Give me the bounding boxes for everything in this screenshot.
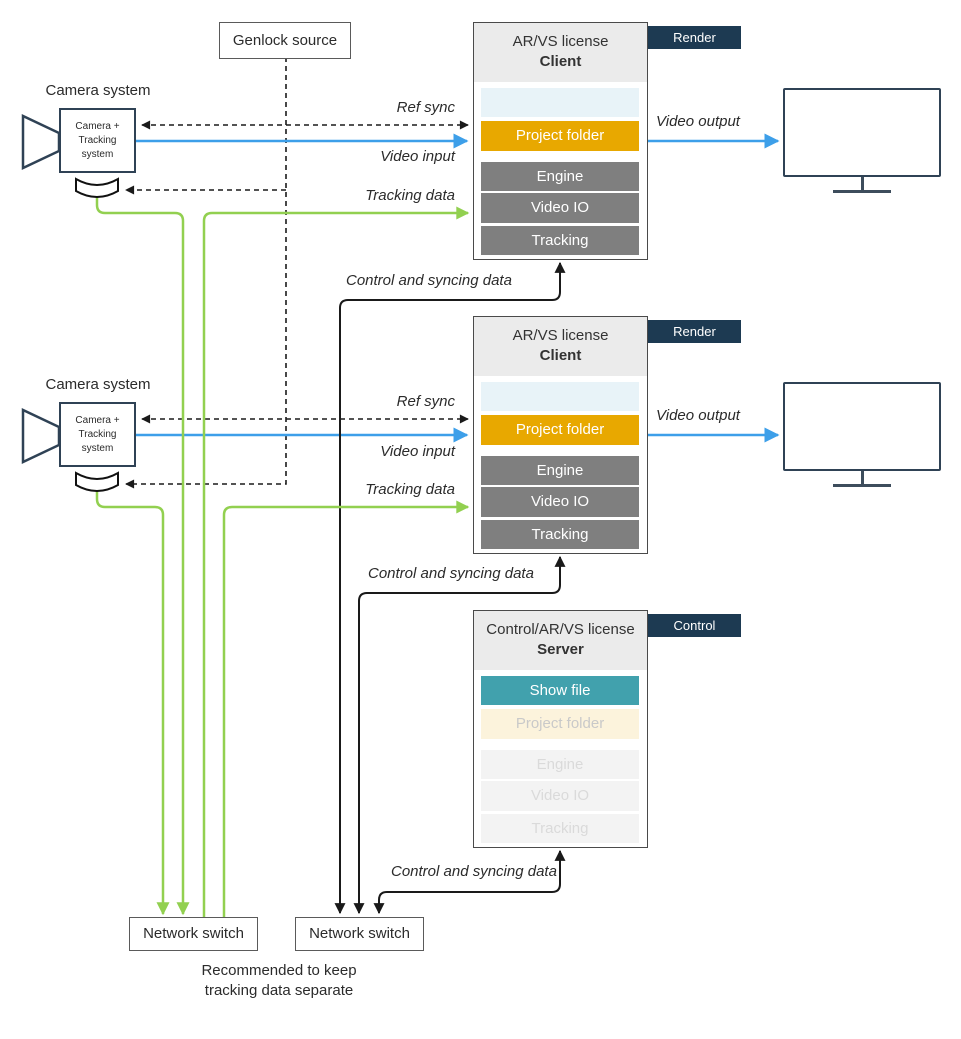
role-label: Client xyxy=(539,53,582,70)
control-syncing-label-1: Control and syncing data xyxy=(346,272,512,289)
render-tag-2: Render xyxy=(648,320,741,343)
camera-body-line: Tracking xyxy=(78,428,117,440)
render-tag-1: Render xyxy=(648,26,741,49)
camera-body-2: Camera + Tracking system xyxy=(59,402,136,467)
ref-sync-label-1: Ref sync xyxy=(396,99,455,116)
client2-row-engine: Engine xyxy=(481,456,639,485)
network-switch-control: Network switch xyxy=(295,917,424,951)
tracking-data-label-2: Tracking data xyxy=(365,481,455,498)
client-header: AR/VS license Client xyxy=(474,23,647,82)
server-row-engine: Engine xyxy=(481,750,639,779)
camera-lens-icon xyxy=(21,114,61,170)
tracking-switch-to-client1-line xyxy=(202,206,470,917)
camera-body-line: Camera + xyxy=(75,120,120,132)
tracking-sensor-icon xyxy=(75,471,119,492)
server-box: Control/AR/VS license Server Show file P… xyxy=(473,610,648,848)
server-row-tracking: Tracking xyxy=(481,814,639,843)
server-row-project-folder: Project folder xyxy=(481,709,639,739)
tracking-data-label-1: Tracking data xyxy=(365,187,455,204)
video-output-label-1: Video output xyxy=(656,113,740,130)
monitor-2 xyxy=(783,382,941,471)
tracking-cam1-to-switch-line xyxy=(95,194,190,916)
ref-sync-label-2: Ref sync xyxy=(396,393,455,410)
tracking-note-line2: tracking data separate xyxy=(204,982,354,999)
monitor-stand xyxy=(861,471,864,486)
control-tag: Control xyxy=(648,614,741,637)
control-sync-arrow-client2 xyxy=(353,555,566,915)
monitor-base xyxy=(833,484,891,487)
tracking-sensor-icon xyxy=(75,177,119,198)
monitor-base xyxy=(833,190,891,193)
license-label: AR/VS license xyxy=(512,327,609,344)
client2-row-tracking: Tracking xyxy=(481,520,639,549)
camera-body-line: system xyxy=(81,148,114,160)
monitor-1 xyxy=(783,88,941,177)
camera-body-line: system xyxy=(81,442,114,454)
control-sync-arrow-server xyxy=(373,849,566,915)
control-syncing-label-2: Control and syncing data xyxy=(368,565,534,582)
genlock-to-sensor2-line xyxy=(125,57,287,489)
client2-row-project-folder: Project folder xyxy=(481,415,639,445)
camera-body-1: Camera + Tracking system xyxy=(59,108,136,173)
client-header: AR/VS license Client xyxy=(474,317,647,376)
camera-system-title-2: Camera system xyxy=(45,376,151,393)
camera-system-title-1: Camera system xyxy=(45,82,151,99)
monitor-stand xyxy=(861,177,864,192)
client1-row-project-folder: Project folder xyxy=(481,121,639,151)
camera-body-line: Camera + xyxy=(75,414,120,426)
client1-row-video-io: Video IO xyxy=(481,193,639,223)
client-box-1: AR/VS license Client Project folder Engi… xyxy=(473,22,648,260)
tracking-cam2-to-switch-line xyxy=(95,488,170,916)
client1-row-blank xyxy=(481,88,639,117)
role-label: Client xyxy=(539,347,582,364)
tracking-note: Recommended to keep tracking data separa… xyxy=(169,961,389,1001)
client2-row-blank xyxy=(481,382,639,411)
server-header: Control/AR/VS license Server xyxy=(474,611,647,670)
network-switch-tracking: Network switch xyxy=(129,917,258,951)
client1-row-tracking: Tracking xyxy=(481,226,639,255)
tracking-note-line1: Recommended to keep xyxy=(201,962,357,979)
camera-body-line: Tracking xyxy=(78,134,117,146)
server-row-video-io: Video IO xyxy=(481,781,639,811)
tracking-switch-to-client2-line xyxy=(222,500,470,917)
client1-row-engine: Engine xyxy=(481,162,639,191)
control-sync-arrow-client1 xyxy=(334,261,566,915)
camera-lens-icon xyxy=(21,408,61,464)
video-output-label-2: Video output xyxy=(656,407,740,424)
client2-row-video-io: Video IO xyxy=(481,487,639,517)
role-label: Server xyxy=(537,641,584,658)
video-input-label-1: Video input xyxy=(380,148,455,165)
license-label: Control/AR/VS license xyxy=(486,621,635,638)
client-box-2: AR/VS license Client Project folder Engi… xyxy=(473,316,648,554)
genlock-source-label: Genlock source xyxy=(232,32,338,49)
server-row-show-file: Show file xyxy=(481,676,639,705)
license-label: AR/VS license xyxy=(512,33,609,50)
control-syncing-label-3: Control and syncing data xyxy=(391,863,557,880)
genlock-source-box: Genlock source xyxy=(219,22,351,59)
video-input-label-2: Video input xyxy=(380,443,455,460)
